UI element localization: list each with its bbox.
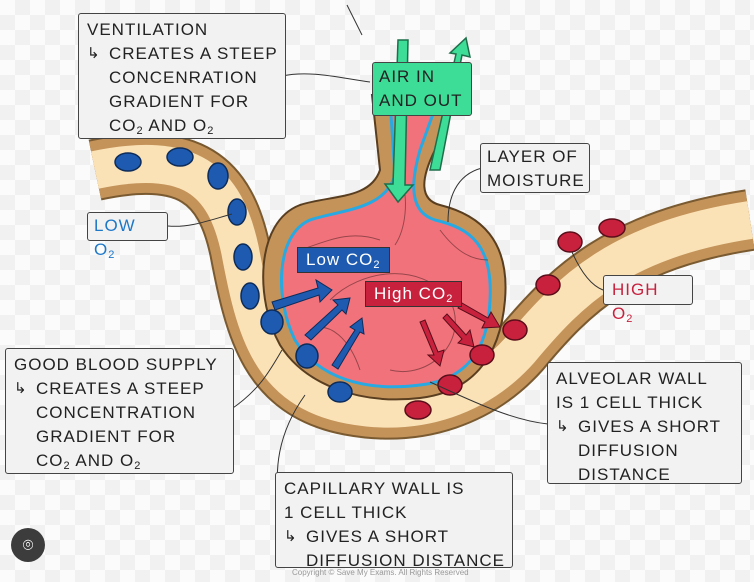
alveolar-line: diffusion	[578, 441, 679, 460]
air-line: Air in	[379, 67, 436, 86]
arrow-return-icon: ↳	[556, 418, 570, 435]
alveolar-wall-label: Alveolar wall is 1 cell thick ↳ Gives a s…	[547, 362, 742, 484]
ventilation-title: Ventilation	[87, 20, 209, 39]
moisture-label: Layer of moisture	[480, 143, 590, 193]
blood-line: CO2 and O2	[36, 451, 142, 472]
alveolar-line: Alveolar wall	[556, 369, 708, 388]
ventilation-line: concenration	[109, 68, 258, 87]
moisture-line: moisture	[487, 171, 585, 190]
low-o2-label: Low O2	[87, 212, 168, 261]
capillary-lumen	[91, 144, 753, 428]
arrow-return-icon: ↳	[14, 380, 28, 397]
arrow-return-icon: ↳	[284, 528, 298, 545]
blood-line: Creates a steep	[36, 379, 205, 398]
capillary-line: diffusion distance	[306, 551, 506, 570]
ventilation-line: Creates a steep	[109, 44, 278, 63]
ventilation-line: CO2 and O2	[109, 116, 215, 137]
moisture-line: Layer of	[487, 147, 578, 166]
capillary-line: Capillary wall is	[284, 479, 465, 498]
blood-line: gradient for	[36, 427, 177, 446]
lens-icon[interactable]: ⌾	[11, 528, 45, 562]
air-in-out-label: Air in and out	[372, 62, 472, 116]
oxygenated-red-blood-cells	[404, 218, 626, 420]
capillary-line: Gives a short	[306, 527, 450, 546]
high-co2-tag: High CO2	[365, 281, 463, 307]
deoxygenated-red-blood-cells	[114, 147, 353, 403]
copyright: Copyright © Save My Exams. All Rights Re…	[292, 568, 469, 577]
ventilation-label: Ventilation ↳ Creates a steep concenratio…	[78, 13, 286, 139]
capillary-line: 1 cell thick	[284, 503, 408, 522]
low-co2-tag: Low CO2	[297, 247, 390, 273]
oxygen-diffusion-arrows	[271, 278, 365, 370]
capillary-wall-label: Capillary wall is 1 cell thick ↳ Gives a …	[275, 472, 513, 570]
alveolar-line: Gives a short	[578, 417, 722, 436]
alveolar-line: is 1 cell thick	[556, 393, 704, 412]
ventilation-line: gradient for	[109, 92, 250, 111]
blood-supply-label: Good blood supply ↳ Creates a steep conce…	[5, 348, 234, 474]
blood-title: Good blood supply	[14, 355, 218, 374]
arrow-return-icon: ↳	[87, 45, 101, 62]
alveolar-line: distance	[578, 465, 671, 484]
co2-diffusion-arrows	[419, 302, 501, 367]
pointer-lines	[167, 4, 604, 521]
high-o2-label: High O2	[603, 275, 693, 325]
blood-line: concentration	[36, 403, 197, 422]
air-line: and out	[379, 91, 463, 110]
